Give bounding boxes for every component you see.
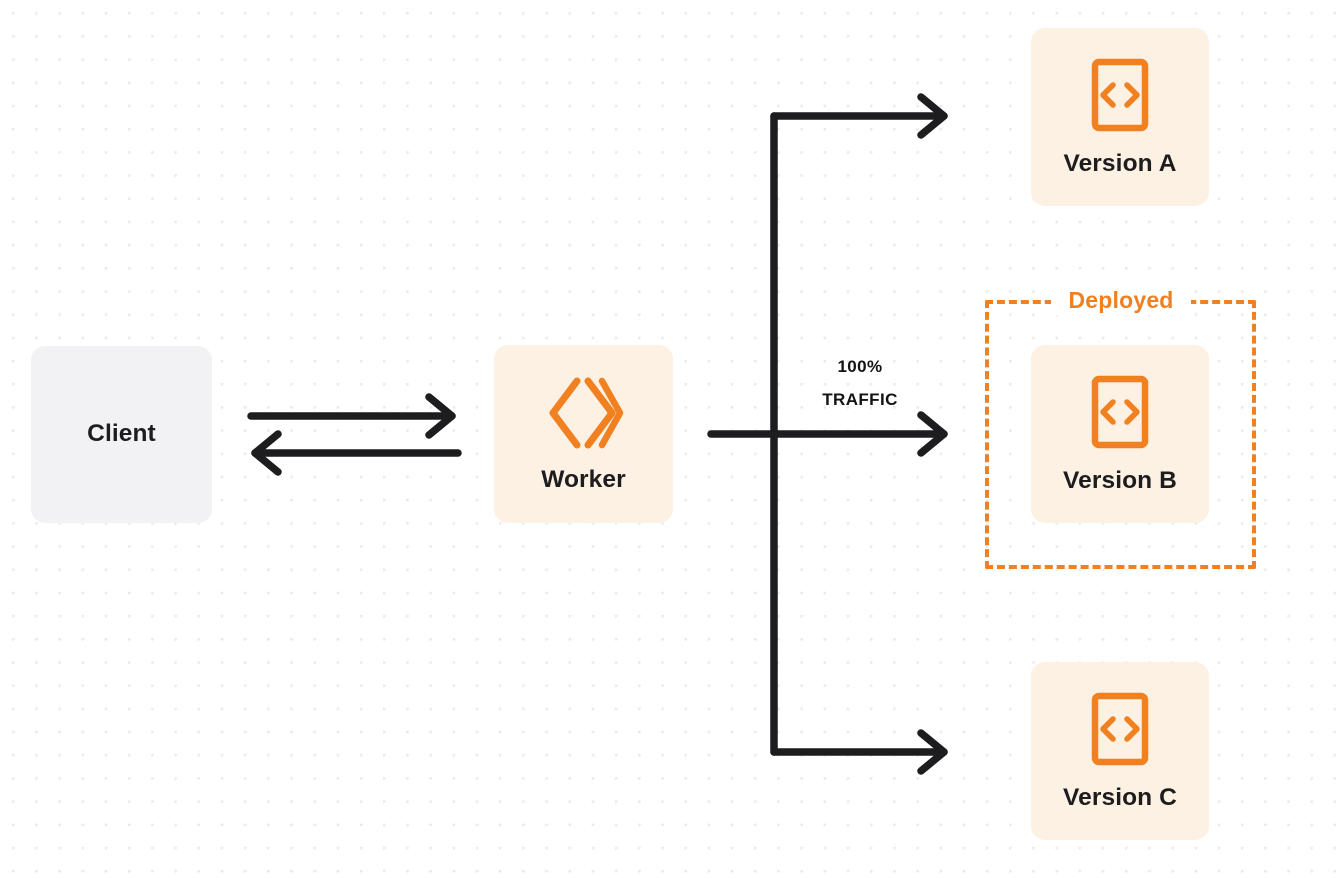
version-a-node[interactable]: Version A bbox=[1031, 28, 1209, 206]
code-file-icon bbox=[1091, 375, 1149, 449]
version-b-node[interactable]: Version B bbox=[1031, 345, 1209, 523]
deployed-label: Deployed bbox=[1051, 285, 1191, 315]
cloudflare-workers-icon bbox=[544, 376, 624, 450]
client-node[interactable]: Client bbox=[31, 346, 212, 523]
version-c-label: Version C bbox=[1063, 783, 1177, 811]
client-label: Client bbox=[87, 420, 156, 448]
traffic-caption: TRAFFIC bbox=[822, 390, 898, 409]
traffic-annotation: 100% TRAFFIC bbox=[787, 350, 933, 416]
code-file-icon bbox=[1091, 58, 1149, 132]
code-file-icon bbox=[1091, 692, 1149, 766]
traffic-percent: 100% bbox=[837, 357, 883, 376]
worker-node[interactable]: Worker bbox=[494, 345, 673, 523]
arrow-client-to-worker bbox=[247, 393, 456, 439]
worker-label: Worker bbox=[541, 465, 626, 493]
arrow-worker-to-version-a bbox=[770, 93, 948, 139]
arrow-worker-to-version-b bbox=[707, 411, 948, 457]
arrow-worker-to-version-c bbox=[770, 729, 948, 775]
version-b-label: Version B bbox=[1063, 466, 1177, 494]
arrow-worker-to-client bbox=[251, 430, 462, 476]
version-a-label: Version A bbox=[1063, 149, 1177, 177]
version-c-node[interactable]: Version C bbox=[1031, 662, 1209, 840]
